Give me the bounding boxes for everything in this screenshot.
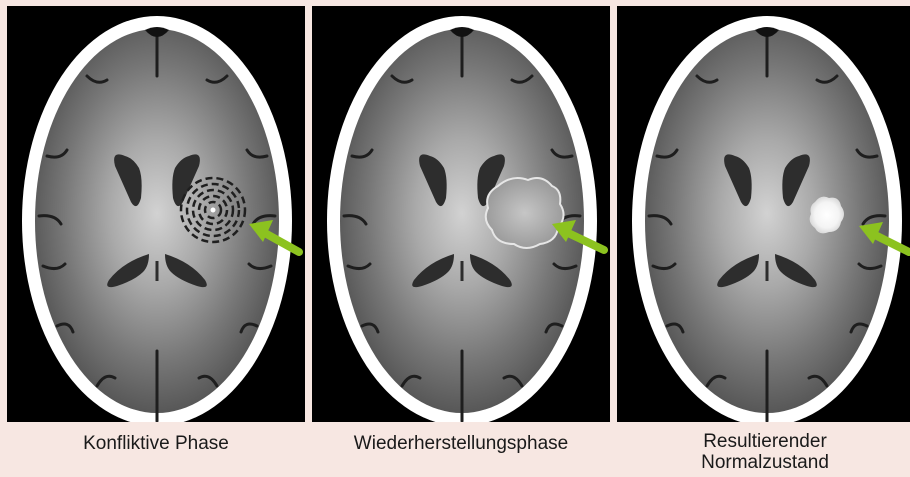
caption-konfliktive-phase: Konfliktive Phase [7,433,305,454]
brain-ct-panel-conflict [7,6,305,422]
brain-ct-panel-normal [617,6,910,422]
brain-scan-image [312,6,610,422]
caption-text: Resultierender Normalzustand [701,431,829,473]
edematous-lesion [486,178,564,248]
brain-scan-image [7,6,305,422]
caption-wiederherstellungsphase: Wiederherstellungsphase [312,433,610,454]
caption-normalzustand: Resultierender Normalzustand [680,431,850,473]
brain-scan-image [617,6,910,422]
brain-ct-panel-recovery [312,6,610,422]
